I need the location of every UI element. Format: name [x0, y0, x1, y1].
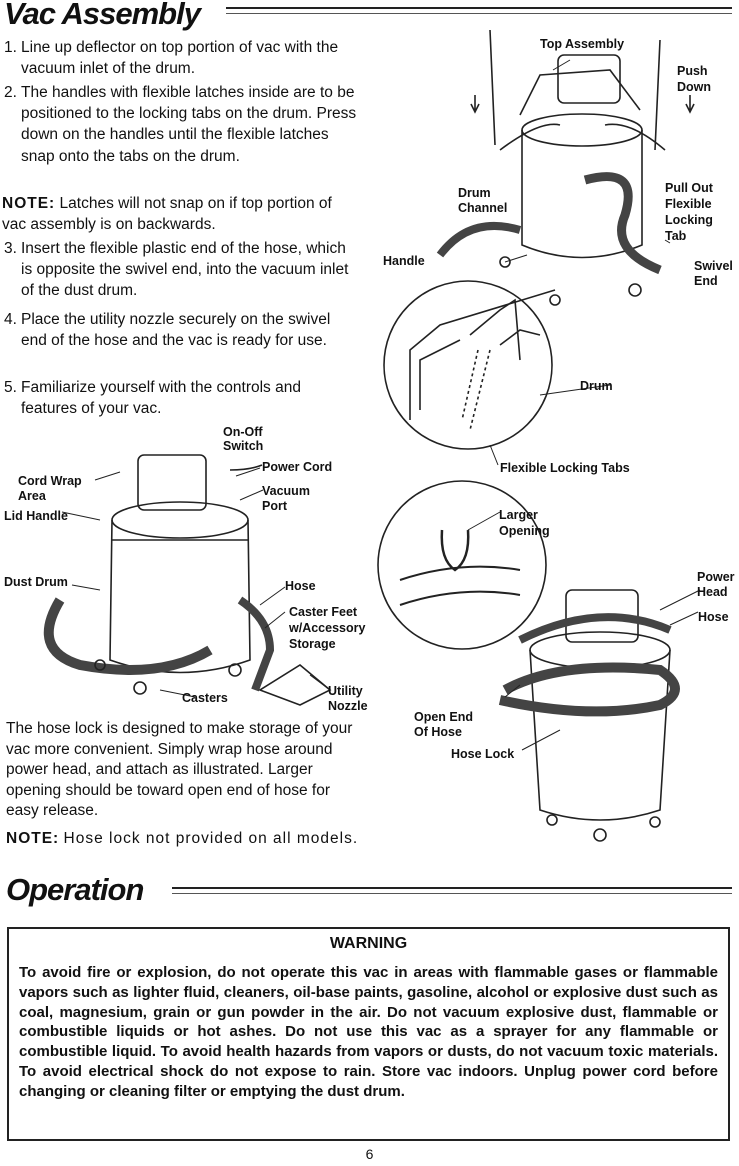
heading-rule: [172, 887, 732, 894]
section-title-operation: Operation: [6, 872, 144, 907]
note-label: NOTE:: [6, 830, 60, 847]
label-power-cord: Power Cord: [262, 460, 333, 474]
note-text: Latches will not snap on if top portion …: [2, 195, 332, 234]
step-number: 5.: [4, 379, 17, 396]
label-flexible-locking-tabs: Flexible Locking Tabs: [500, 461, 630, 475]
label-cord-wrap: Cord Wrap: [18, 474, 82, 488]
step-text: Insert the flexible plastic end of the h…: [21, 240, 349, 300]
warning-body: To avoid fire or explosion, do not opera…: [19, 964, 718, 1100]
heading-rule: [226, 7, 732, 14]
label-lid-handle: Lid Handle: [4, 509, 68, 523]
label-handle: Handle: [383, 254, 425, 268]
step-text: The handles with flexible latches inside…: [21, 84, 357, 165]
label-drum-detail: Drum: [580, 379, 613, 393]
label-dust-drum: Dust Drum: [4, 575, 68, 589]
label-area: Area: [18, 489, 46, 503]
label-w-accessory: w/Accessory: [289, 621, 366, 635]
label-utility: Utility: [328, 684, 363, 698]
label-hose-right: Hose: [698, 610, 729, 624]
label-drum: Drum: [458, 186, 491, 200]
label-caster-feet: Caster Feet: [289, 605, 358, 619]
hose-lock-paragraph: The hose lock is designed to make storag…: [6, 720, 353, 819]
label-push: Push: [677, 64, 708, 78]
label-down: Down: [677, 80, 712, 94]
note-hose-lock: NOTE: Hose lock not provided on all mode…: [6, 829, 362, 850]
label-locking: Locking: [665, 213, 713, 227]
assembly-figure: [436, 29, 695, 306]
label-power: Power: [697, 570, 735, 584]
label-hose: Hose: [285, 579, 316, 593]
label-head: Head: [697, 585, 728, 599]
label-end: End: [694, 274, 718, 288]
hose-storage-figure: [498, 589, 680, 842]
label-vacuum: Vacuum: [262, 484, 310, 498]
note-latches: NOTE: Latches will not snap on if top po…: [2, 193, 358, 235]
label-top-assembly: Top Assembly: [540, 37, 625, 51]
label-flexible: Flexible: [665, 197, 712, 211]
step-number: 1.: [4, 39, 17, 56]
label-nozzle: Nozzle: [328, 699, 368, 713]
step-text: Place the utility nozzle securely on the…: [21, 311, 331, 350]
label-pull-out: Pull Out: [665, 181, 713, 195]
section-title-vac-assembly: Vac Assembly: [4, 0, 201, 31]
note-text: Hose lock not provided on all models.: [63, 830, 359, 847]
vac-features-figure: [43, 454, 332, 706]
label-open-end: Open End: [414, 710, 474, 724]
step-number: 4.: [4, 311, 17, 328]
label-of-hose: Of Hose: [414, 725, 462, 739]
warning-box: WARNING To avoid fire or explosion, do n…: [7, 927, 730, 1141]
label-swivel: Swivel: [694, 259, 733, 273]
label-switch: Switch: [223, 439, 264, 453]
warning-title: WARNING: [329, 935, 408, 952]
label-storage: Storage: [289, 637, 336, 651]
page-number: 6: [365, 1146, 374, 1162]
label-casters: Casters: [182, 691, 228, 705]
locking-tab-detail: [383, 280, 556, 450]
label-larger: Larger: [499, 508, 538, 522]
step-number: 3.: [4, 240, 17, 257]
label-hose-lock: Hose Lock: [451, 747, 515, 761]
step-text: Line up deflector on top portion of vac …: [21, 39, 339, 78]
note-label: NOTE:: [2, 195, 56, 212]
hose-lock-detail: [377, 480, 547, 650]
label-port: Port: [262, 499, 287, 513]
step-number: 2.: [4, 84, 17, 101]
step-text: Familiarize yourself with the controls a…: [21, 379, 301, 418]
label-opening: Opening: [499, 524, 550, 538]
label-on-off: On-Off: [223, 425, 263, 439]
label-channel: Channel: [458, 201, 508, 215]
label-tab: Tab: [665, 229, 687, 243]
